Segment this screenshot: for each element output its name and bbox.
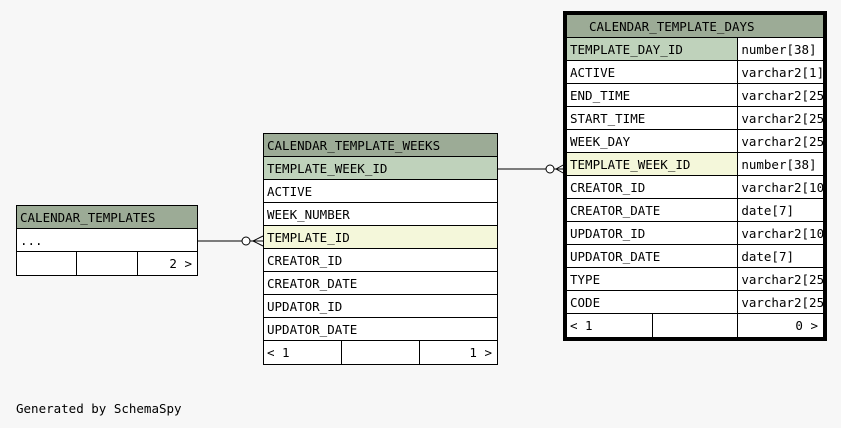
column-creator-id[interactable]: CREATOR_ID [565,175,739,199]
column-type: varchar2[255] [737,290,824,314]
column-type: varchar2[255] [737,267,824,291]
children-count[interactable]: 1 > [419,340,498,365]
generated-by-caption: Generated by SchemaSpy [16,401,182,416]
column-template-day-id[interactable]: TEMPLATE_DAY_ID [565,37,739,61]
column-updator-id[interactable]: UPDATOR_ID [263,294,498,318]
column-creator-date[interactable]: CREATOR_DATE [565,198,739,222]
column-type: varchar2[1] [737,60,824,84]
column-code[interactable]: CODE [565,290,739,314]
column-creator-id[interactable]: CREATOR_ID [263,248,498,272]
children-count[interactable]: 2 > [136,251,199,276]
row-count [76,251,138,276]
column-type: varchar2[255] [737,106,824,130]
column-type: varchar2[100] [737,221,824,245]
table-calendar-template-weeks[interactable]: CALENDAR_TEMPLATE_WEEKS TEMPLATE_WEEK_ID… [263,133,498,365]
column-type: date[7] [737,198,824,222]
column-type: number[38] [737,37,824,61]
parents-count[interactable]: < 1 [263,340,342,365]
column-type: varchar2[255] [737,83,824,107]
column-type: varchar2[255] [737,129,824,153]
table-title[interactable]: CALENDAR_TEMPLATE_WEEKS [263,133,498,157]
relationship-templates-to-weeks [198,235,264,247]
column-template-week-id[interactable]: TEMPLATE_WEEK_ID [565,152,739,176]
row-count [341,340,420,365]
table-title[interactable]: CALENDAR_TEMPLATES [16,205,198,229]
column-start-time[interactable]: START_TIME [565,106,739,130]
column-template-week-id[interactable]: TEMPLATE_WEEK_ID [263,156,498,180]
column-template-id[interactable]: TEMPLATE_ID [263,225,498,249]
column-updator-date[interactable]: UPDATOR_DATE [263,317,498,341]
column-week-day[interactable]: WEEK_DAY [565,129,739,153]
column-type: varchar2[100] [737,175,824,199]
column-active[interactable]: ACTIVE [263,179,498,203]
table-title[interactable]: CALENDAR_TEMPLATE_DAYS [566,14,824,38]
column-type-field[interactable]: TYPE [565,267,739,291]
more-columns-ellipsis: ... [16,228,198,252]
column-type: number[38] [737,152,824,176]
column-updator-id[interactable]: UPDATOR_ID [565,221,739,245]
column-end-time[interactable]: END_TIME [565,83,739,107]
column-week-number[interactable]: WEEK_NUMBER [263,202,498,226]
children-count[interactable]: 0 > [737,313,824,338]
parents-count[interactable]: < 1 [566,313,653,338]
column-creator-date[interactable]: CREATOR_DATE [263,271,498,295]
table-calendar-templates[interactable]: CALENDAR_TEMPLATES ... 2 > [15,205,199,276]
relationship-weeks-to-days [498,163,566,175]
column-updator-date[interactable]: UPDATOR_DATE [565,244,739,268]
parents-count [15,251,78,276]
column-type: date[7] [737,244,824,268]
column-active[interactable]: ACTIVE [565,60,739,84]
row-count [651,313,739,338]
